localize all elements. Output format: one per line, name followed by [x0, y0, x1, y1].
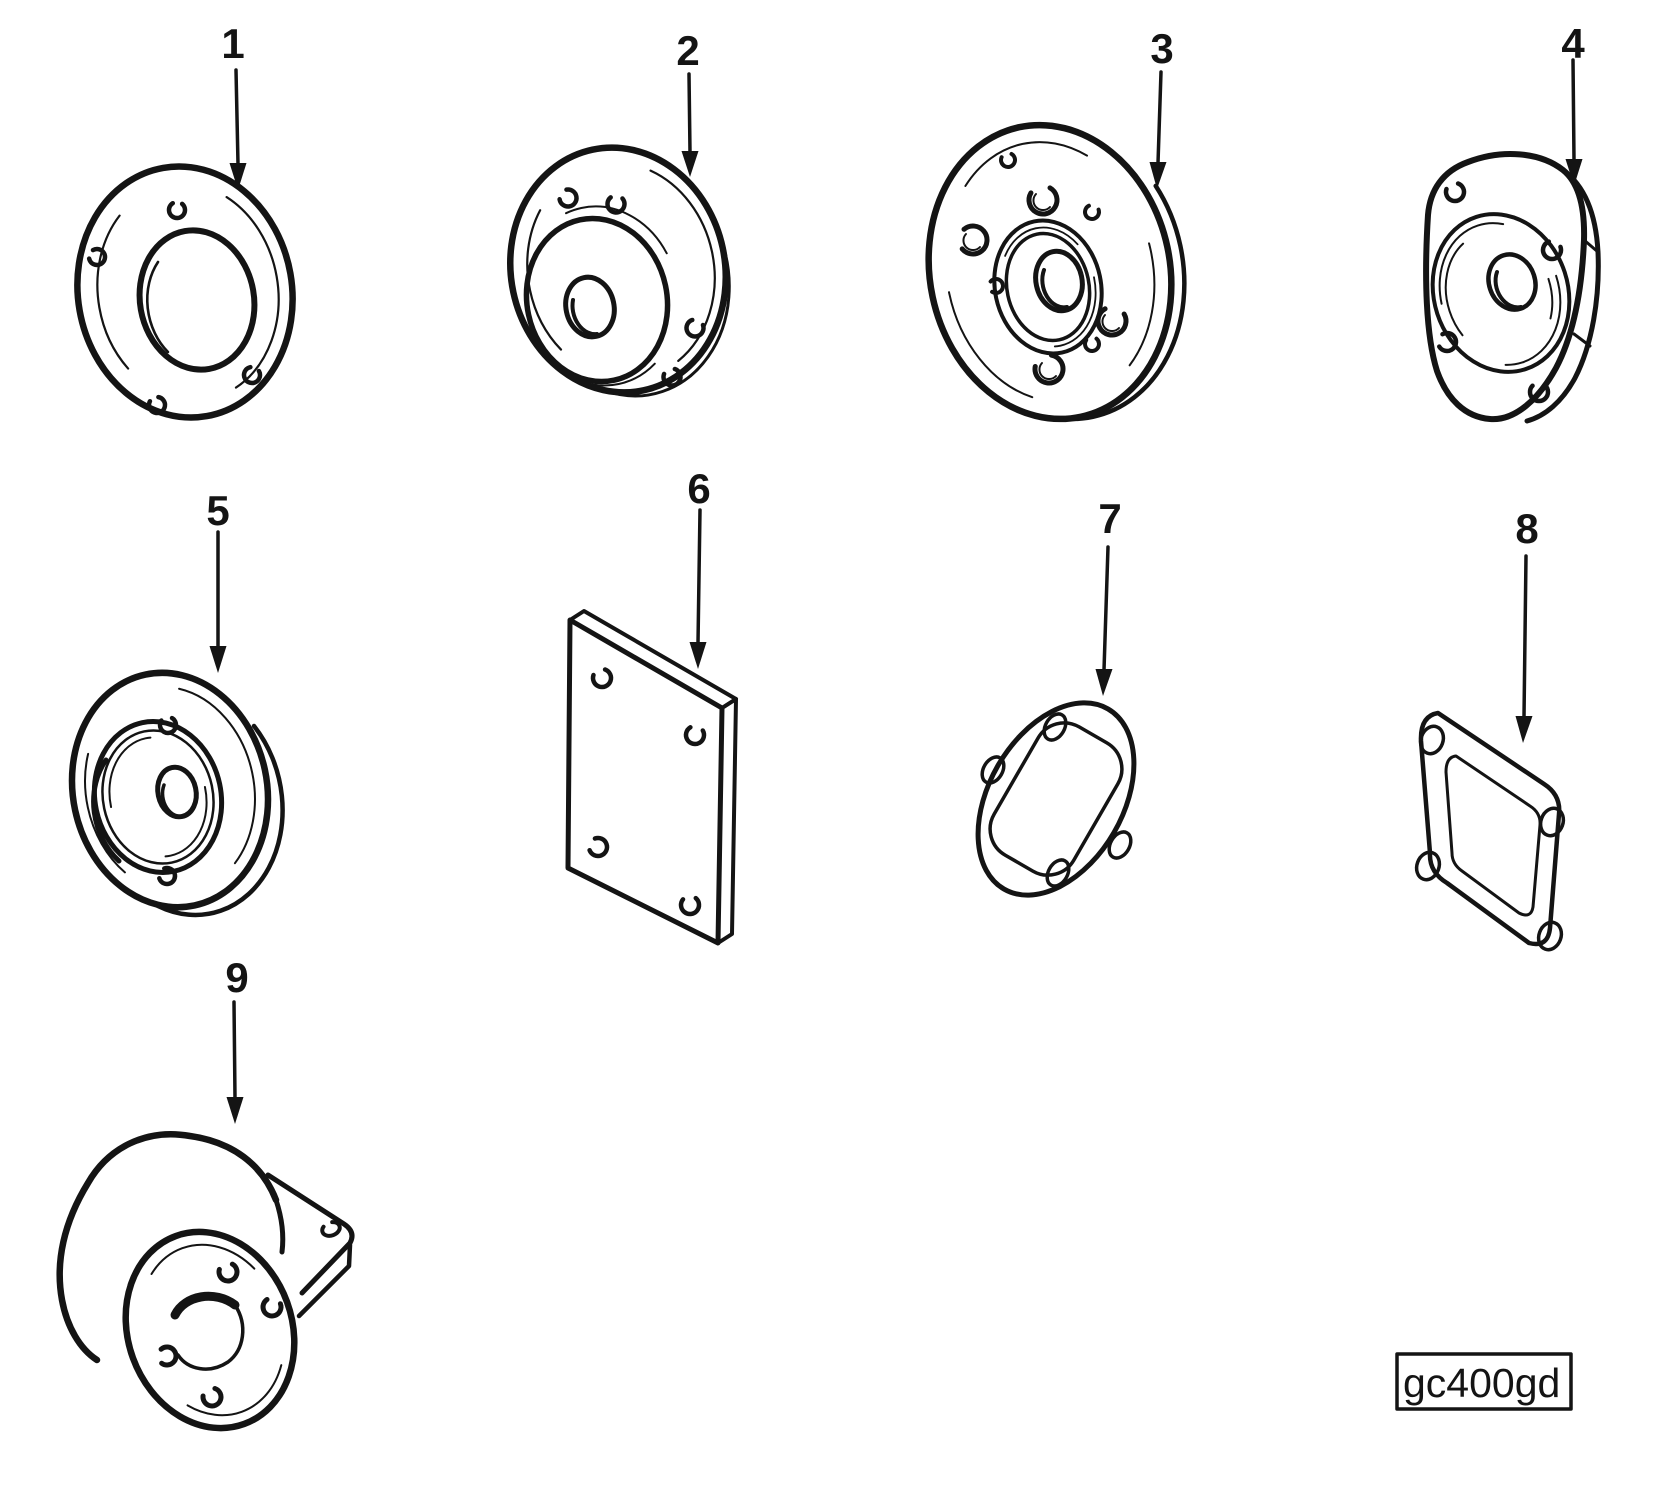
- callout-7-label: 7: [1098, 495, 1121, 542]
- part-2-hub-flange-drawing: [507, 144, 731, 398]
- callout-4-arrow: [1565, 58, 1583, 186]
- callout-9-label: 9: [225, 954, 248, 1001]
- callout-9-arrow: [226, 1000, 244, 1124]
- part-4-adapter-cover-drawing: [1423, 151, 1601, 424]
- callout-1-label: 1: [221, 20, 244, 67]
- callout-4-label: 4: [1561, 20, 1585, 67]
- part-6-cover-plate-drawing: [565, 609, 738, 946]
- part-9-adapter-housing-drawing: [56, 1131, 355, 1432]
- figure-code-label: gc400gd: [1403, 1360, 1560, 1406]
- callout-1-arrow: [229, 68, 247, 190]
- callout-6-arrow: [689, 508, 707, 669]
- callout-2-label: 2: [676, 27, 699, 74]
- part-5-retainer-drawing: [68, 669, 285, 918]
- callout-6-label: 6: [687, 465, 710, 512]
- callout-5-arrow: [209, 530, 227, 673]
- figure-code-box: gc400gd: [1395, 1352, 1573, 1411]
- callout-8-arrow: [1515, 554, 1533, 743]
- callout-7-arrow: [1095, 545, 1113, 696]
- part-7-round-gasket-drawing: [975, 700, 1137, 898]
- part-3-drive-disc-drawing: [925, 120, 1187, 423]
- callout-2-arrow: [681, 72, 699, 177]
- callout-8-label: 8: [1515, 505, 1538, 552]
- part-8-rect-gasket-drawing: [1414, 710, 1566, 952]
- part-1-flange-ring-drawing: [74, 163, 296, 421]
- callout-3-arrow: [1149, 70, 1167, 189]
- callout-3-label: 3: [1150, 25, 1173, 72]
- callout-5-label: 5: [206, 487, 229, 534]
